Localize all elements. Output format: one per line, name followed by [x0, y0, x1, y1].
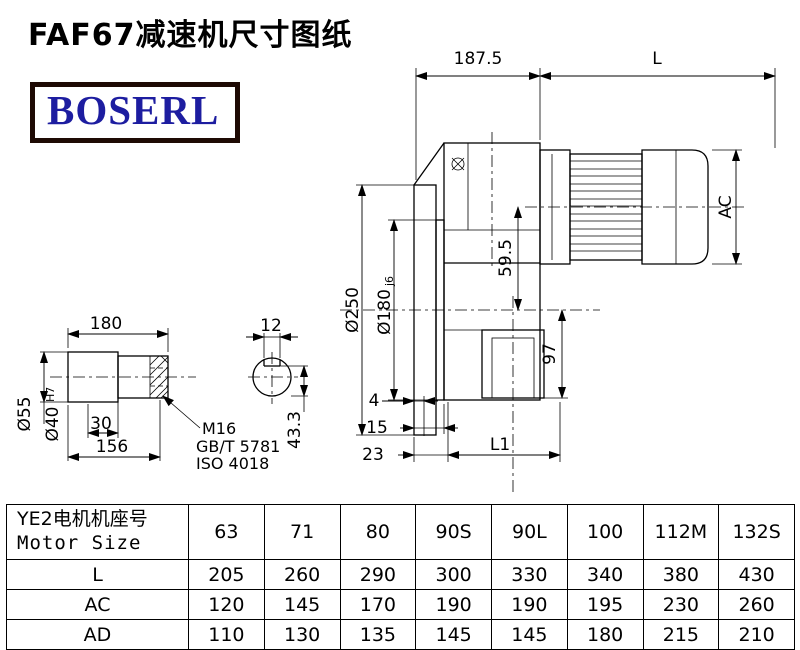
- bottom-dimensions: 4 15 23 L1: [362, 391, 561, 465]
- table-cell: 340: [566, 559, 644, 590]
- row-label: AC: [6, 589, 189, 620]
- dim-187-label: 187.5: [454, 49, 503, 69]
- dim-156-label: 156: [96, 437, 128, 457]
- dim-L-label: L: [652, 49, 662, 69]
- std-iso-label: ISO 4018: [196, 454, 269, 473]
- table-cell: 180: [566, 619, 644, 650]
- table-cell: 145: [491, 619, 568, 650]
- dim-180-tol-label: j6: [383, 276, 396, 287]
- dim-97: 97: [540, 309, 568, 399]
- thread-label: M16: [202, 419, 236, 438]
- table-cell: 145: [415, 619, 492, 650]
- dim-180-label: Ø180: [375, 289, 395, 335]
- table-col-header: 80: [339, 504, 417, 560]
- table-cell: 170: [339, 589, 417, 620]
- boserl-logo-text: BOSERL: [47, 87, 220, 133]
- table-row-L: L 205 260 290 300 330 340 380 430: [6, 559, 795, 590]
- row-label: AD: [6, 619, 189, 650]
- dim-flange-dia: Ø250: [343, 184, 414, 436]
- motor: [525, 149, 748, 265]
- table-col-header: 90S: [415, 504, 492, 560]
- table-cell: 230: [642, 589, 720, 620]
- table-cell: 260: [263, 559, 341, 590]
- table-cell: 145: [263, 589, 341, 620]
- page-title: FAF67减速机尺寸图纸: [28, 18, 353, 53]
- shaft-section-view: 12 43.3: [246, 316, 308, 449]
- dim-59: 59.5: [496, 206, 522, 311]
- table-cell: 290: [339, 559, 417, 590]
- table-header-motor-size: YE2电机机座号 Motor Size: [6, 504, 189, 560]
- table-col-header: 112M: [642, 504, 720, 560]
- dim-L1-label: L1: [490, 435, 510, 455]
- row-label: L: [6, 559, 189, 590]
- table-cell: 190: [491, 589, 568, 620]
- table-cell: 330: [491, 559, 568, 590]
- dim-40-tol-label: H7: [44, 387, 57, 402]
- table-col-header: 100: [566, 504, 644, 560]
- table-row-AC: AC 120 145 170 190 190 195 230 260: [6, 589, 795, 620]
- motor-size-label-en: Motor Size: [17, 532, 142, 554]
- table-row-AD: AD 110 130 135 145 145 180 215 210: [6, 619, 795, 650]
- dim-shaft-len-label: 180: [90, 314, 122, 334]
- dim-23-label: 23: [362, 445, 384, 465]
- motor-size-label-cn: YE2电机机座号: [17, 508, 148, 531]
- table-cell: 110: [188, 619, 265, 650]
- std-gb-label: GB/T 5781: [196, 437, 280, 456]
- dim-AC: AC: [712, 149, 742, 265]
- table-col-header: 71: [263, 504, 341, 560]
- table-header-row: YE2电机机座号 Motor Size 63 71 80 90S 90L 100…: [6, 504, 795, 560]
- dim-4-label: 4: [369, 391, 380, 411]
- dim-59-label: 59.5: [496, 239, 516, 277]
- table-cell: 260: [718, 589, 795, 620]
- table-cell: 190: [415, 589, 492, 620]
- dim-15-label: 15: [366, 418, 388, 438]
- dim-AC-label: AC: [716, 195, 736, 218]
- dim-key-depth-label: 43.3: [285, 411, 305, 449]
- dim-30-label: 30: [90, 414, 112, 434]
- table-cell: 380: [642, 559, 720, 590]
- gearbox-housing: [340, 132, 600, 492]
- table-col-header: 90L: [491, 504, 568, 560]
- table-cell: 130: [263, 619, 341, 650]
- dim-250-label: Ø250: [343, 287, 363, 333]
- dim-40-label: Ø40: [43, 406, 63, 441]
- table-cell: 135: [339, 619, 417, 650]
- table-cell: 430: [718, 559, 795, 590]
- shaft-view: 180 Ø55 Ø40 H7 30 156 M16 GB/T 5781 ISO …: [15, 314, 280, 473]
- table-col-header: 63: [188, 504, 265, 560]
- dim-55-label: Ø55: [15, 396, 35, 431]
- boserl-logo: BOSERL: [30, 82, 241, 144]
- table-cell: 210: [718, 619, 795, 650]
- dim-key-width-label: 12: [260, 316, 282, 336]
- dim-97-label: 97: [540, 343, 560, 365]
- table-cell: 120: [188, 589, 265, 620]
- table-cell: 215: [642, 619, 720, 650]
- dimension-table: YE2电机机座号 Motor Size 63 71 80 90S 90L 100…: [6, 504, 795, 650]
- technical-drawing: 187.5 L: [15, 49, 776, 492]
- top-dimensions: 187.5 L: [415, 49, 776, 180]
- table-cell: 195: [566, 589, 644, 620]
- table-cell: 300: [415, 559, 492, 590]
- table-cell: 205: [188, 559, 265, 590]
- table-col-header: 132S: [718, 504, 795, 560]
